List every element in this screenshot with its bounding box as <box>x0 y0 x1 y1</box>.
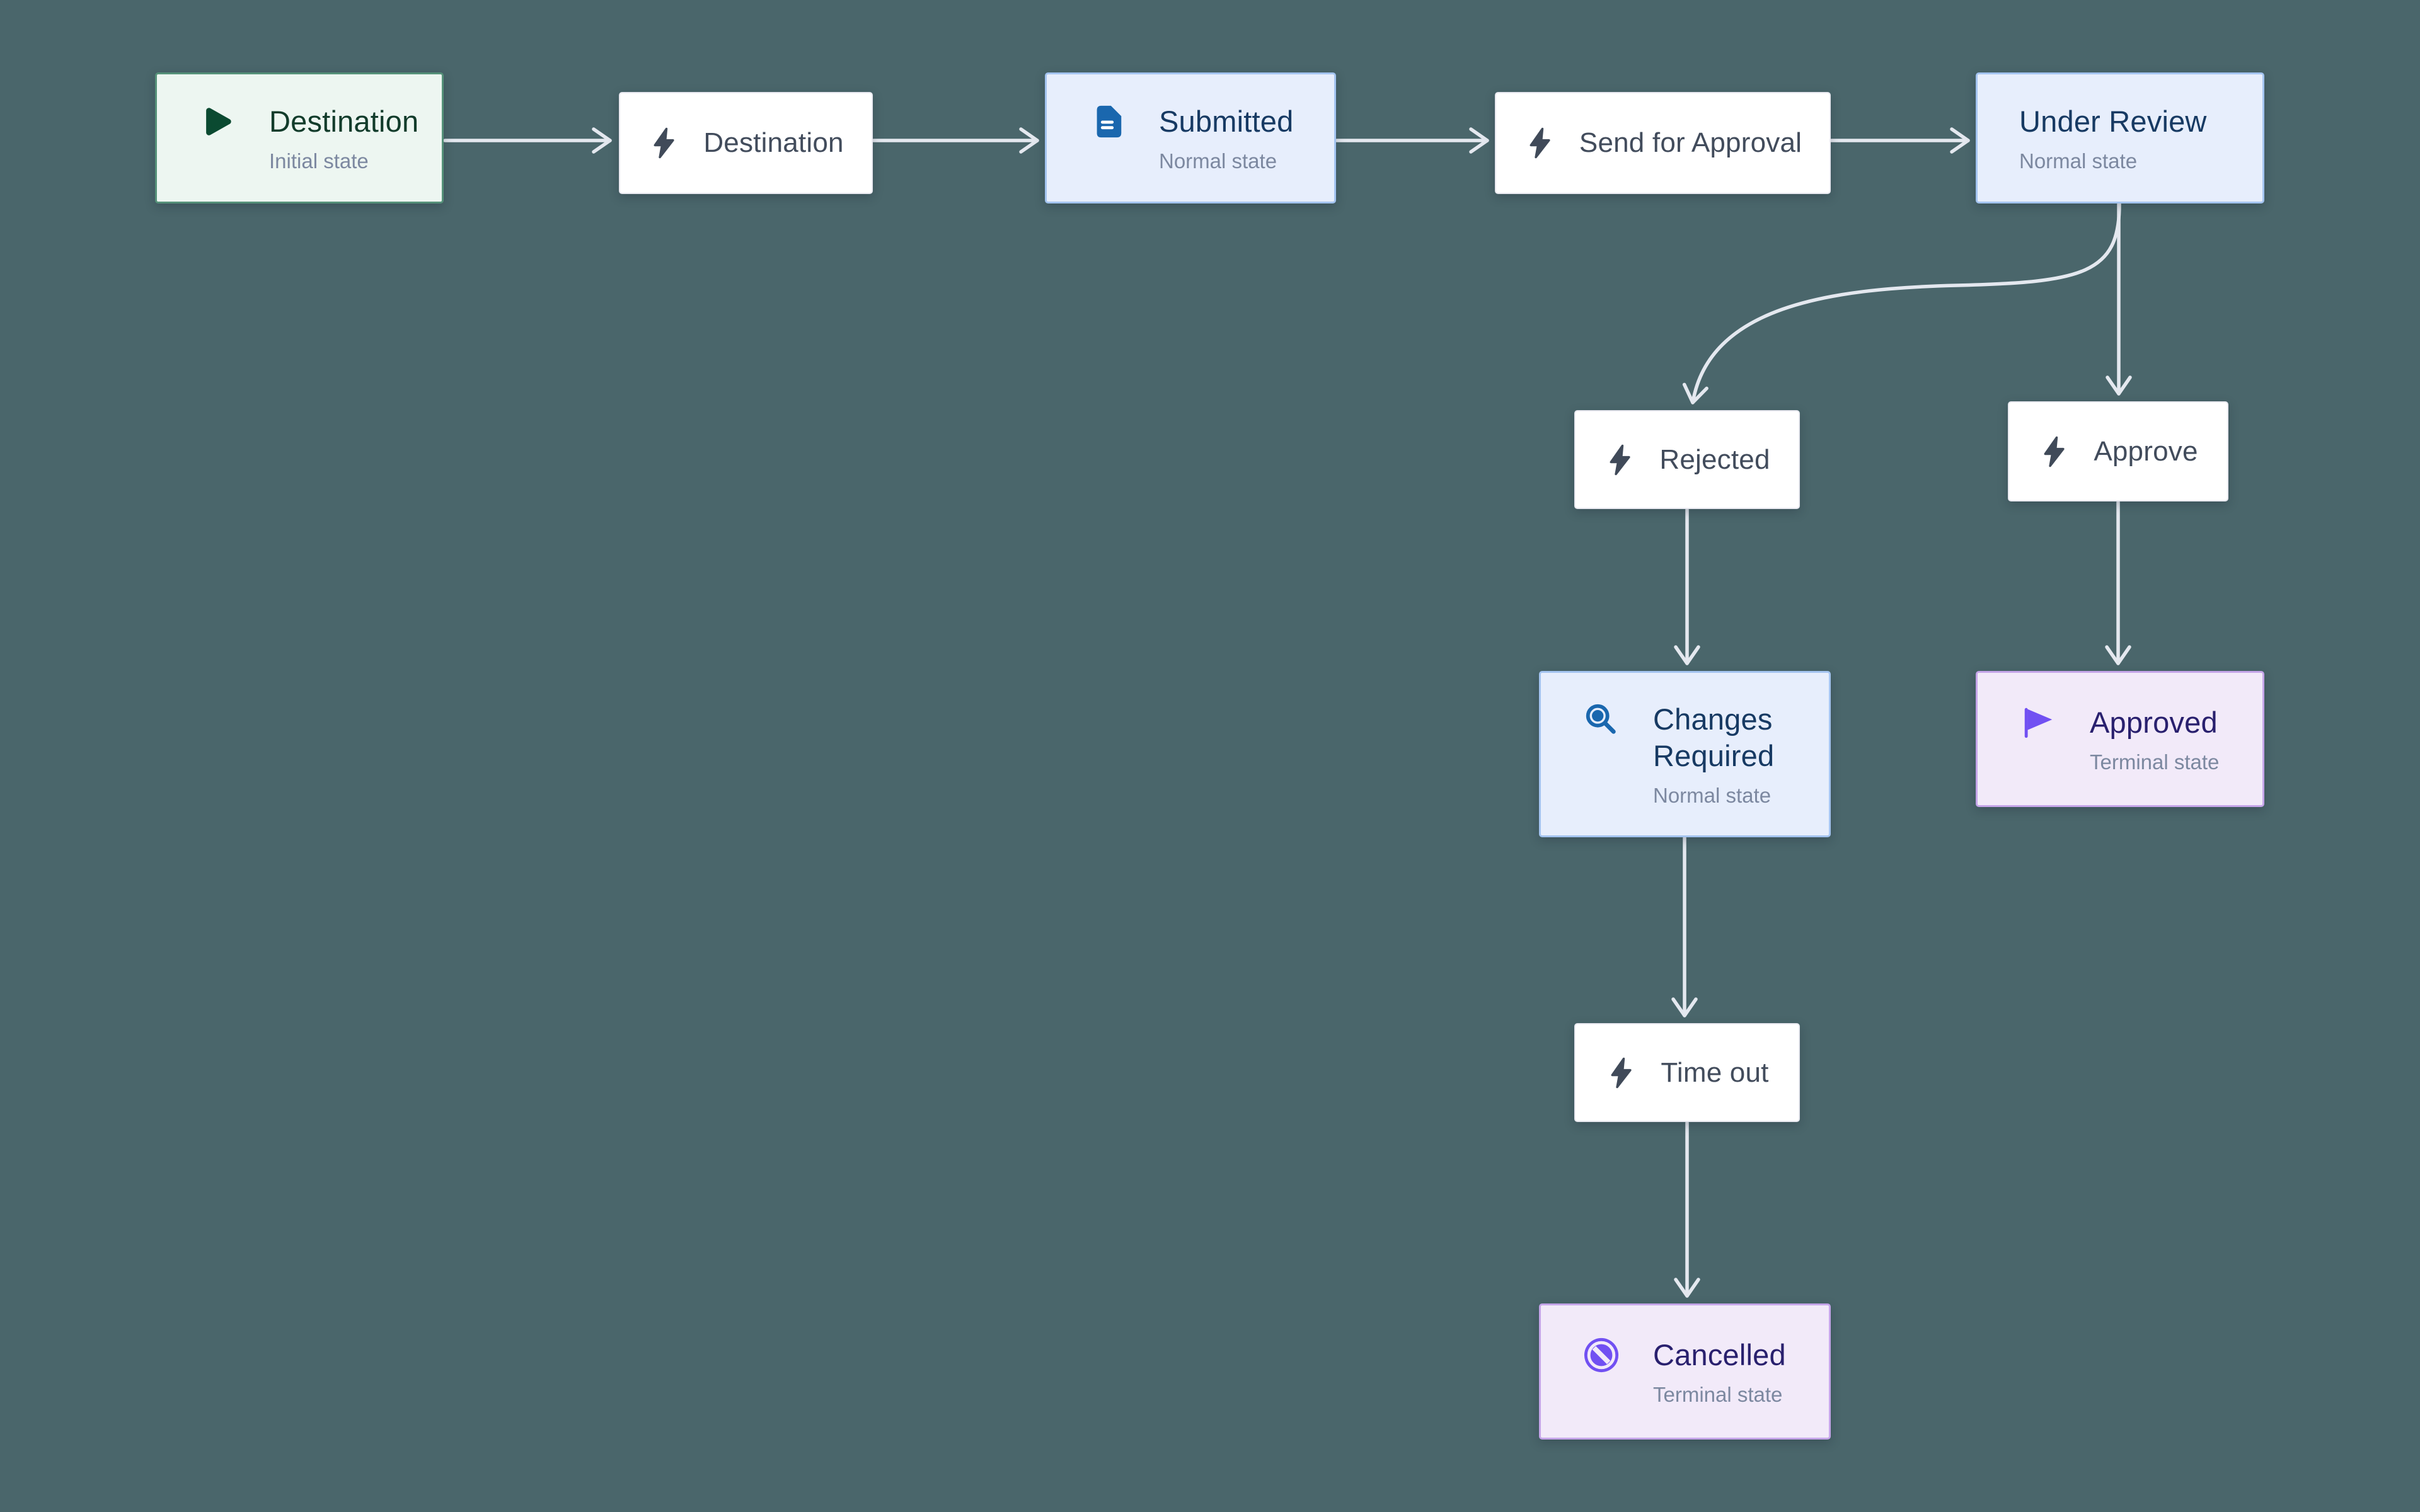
bolt-icon <box>1605 1057 1638 1089</box>
node-subtitle: Normal state <box>1159 149 1277 173</box>
bolt-icon <box>1524 127 1557 159</box>
node-destination-initial[interactable]: Destination Initial state <box>155 72 444 203</box>
node-submitted[interactable]: Submitted Normal state <box>1045 72 1336 203</box>
node-title: Time out <box>1661 1057 1769 1088</box>
ban-icon <box>1582 1337 1620 1373</box>
node-destination-action[interactable]: Destination <box>619 92 873 194</box>
flag-icon <box>2019 704 2057 741</box>
play-icon <box>199 103 236 140</box>
search-icon <box>1582 701 1620 738</box>
node-title: Cancelled <box>1653 1337 1786 1372</box>
node-title: Changes Required <box>1653 702 1775 772</box>
document-icon <box>1088 103 1126 140</box>
node-subtitle: Terminal state <box>1653 1382 1783 1406</box>
node-rejected[interactable]: Rejected <box>1574 410 1800 509</box>
bolt-icon <box>648 127 681 159</box>
node-subtitle: Normal state <box>2019 149 2138 173</box>
node-title: Destination <box>703 127 844 158</box>
node-approved[interactable]: Approved Terminal state <box>1976 671 2264 807</box>
node-under-review[interactable]: Under Review Normal state <box>1976 72 2264 203</box>
node-title: Approve <box>2094 435 2198 467</box>
bolt-icon <box>1604 444 1637 476</box>
node-title: Approved <box>2090 705 2218 739</box>
bolt-icon <box>2038 435 2071 468</box>
node-title: Send for Approval <box>1579 127 1802 158</box>
node-subtitle: Normal state <box>1653 783 1772 807</box>
node-title: Rejected <box>1659 444 1770 475</box>
node-send-for-approval[interactable]: Send for Approval <box>1495 92 1831 194</box>
edge-underreview-to-rejected <box>1682 202 2121 404</box>
node-title: Under Review <box>2019 104 2207 138</box>
node-subtitle: Initial state <box>269 149 369 173</box>
node-cancelled[interactable]: Cancelled Terminal state <box>1539 1303 1831 1440</box>
node-approve[interactable]: Approve <box>2008 401 2228 501</box>
node-time-out[interactable]: Time out <box>1574 1023 1800 1122</box>
node-changes-required[interactable]: Changes Required Normal state <box>1539 671 1831 837</box>
node-title: Destination <box>269 104 419 138</box>
node-title: Submitted <box>1159 104 1294 138</box>
node-subtitle: Terminal state <box>2090 750 2220 774</box>
